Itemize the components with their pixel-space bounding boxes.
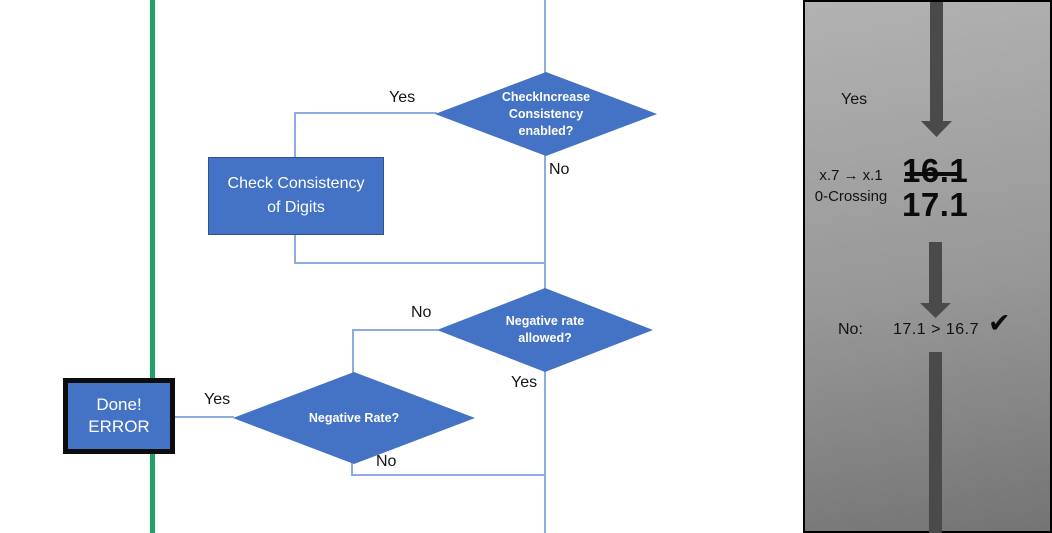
panel-yes-label: Yes <box>841 91 868 108</box>
down-arrow-icon <box>930 2 943 122</box>
edge-label-negative-rate-yes: Yes <box>204 391 231 408</box>
decision-negative-rate-allowed: Negative rate allowed? <box>437 288 653 372</box>
connector-decision2-left <box>352 329 438 331</box>
edge-label-negative-rate-no: No <box>376 453 397 470</box>
checkmark-icon: ✔ <box>988 308 1011 338</box>
connector-box-down <box>294 234 296 264</box>
process-check-consistency-label: Check Consistency of Digits <box>227 175 365 216</box>
edge-label-check-increase-yes: Yes <box>389 89 416 106</box>
connector-box-to-mainline <box>294 262 546 264</box>
strikethrough-line <box>905 172 961 176</box>
panel-comparison-text: 17.1 > 16.7 <box>893 321 980 338</box>
decision-negative-rate-label: Negative Rate? <box>308 410 400 425</box>
edge-label-negative-rate-allowed-no: No <box>411 304 432 321</box>
down-arrow-head-icon <box>920 303 951 318</box>
panel-new-value: 17.1 <box>902 186 969 223</box>
connector-decision2-down <box>352 329 354 374</box>
process-check-consistency-box: Check Consistency of Digits <box>208 157 384 235</box>
decision-check-increase-consistency: CheckIncrease Consistency enabled? <box>435 72 657 156</box>
flow-line-bottom-segment <box>544 368 546 533</box>
example-side-panel: Yes x.7 → x.1 0-Crossing 16.1 17.1 No: 1… <box>803 0 1052 533</box>
down-arrow-icon <box>929 242 942 304</box>
panel-result-label: No: <box>838 321 863 338</box>
terminator-done-error-box: Done! ERROR <box>63 378 175 454</box>
green-timeline-line <box>150 0 155 533</box>
connector-decision3-to-done <box>174 416 234 418</box>
terminator-done-error-label: Done! ERROR <box>88 395 150 436</box>
flow-line-top-segment <box>544 0 546 75</box>
connector-decision1-down <box>294 112 296 158</box>
connector-decision3-to-mainline <box>351 474 546 476</box>
decision-check-increase-label: CheckIncrease Consistency enabled? <box>501 89 591 138</box>
connector-decision3-down <box>351 462 353 476</box>
edge-label-negative-rate-allowed-yes: Yes <box>511 374 538 391</box>
edge-label-check-increase-no: No <box>549 161 570 178</box>
flow-line-middle-segment <box>544 152 546 290</box>
connector-decision1-to-box <box>294 112 437 114</box>
panel-old-value: 16.1 <box>902 152 969 189</box>
decision-negative-rate-allowed-label: Negative rate allowed? <box>505 314 585 345</box>
down-arrow-head-icon <box>921 121 952 137</box>
panel-crossing-note: x.7 → x.1 0-Crossing <box>814 167 888 205</box>
down-arrow-shaft <box>929 352 942 533</box>
decision-negative-rate: Negative Rate? <box>233 372 475 464</box>
